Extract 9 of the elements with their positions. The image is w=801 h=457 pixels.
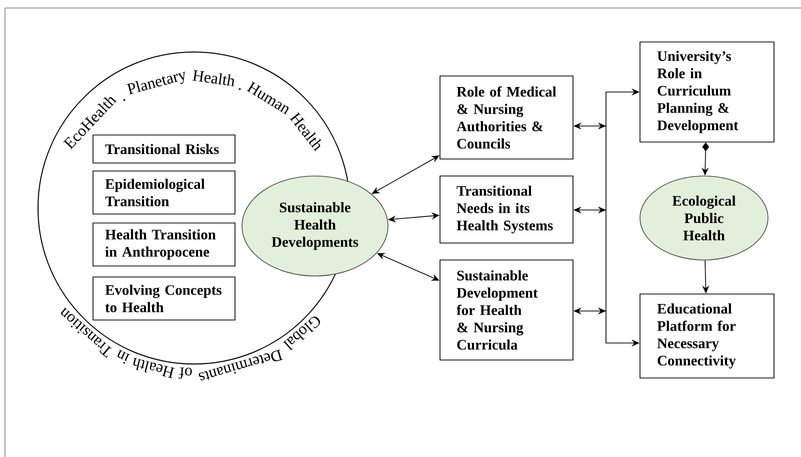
text-box: Health Transition in Anthropocene: [92, 222, 236, 266]
ellipse-node: Ecological Public Health: [640, 176, 768, 260]
text-box: Sustainable Development for Health & Nursing Curricula: [440, 260, 574, 360]
text-box: Epidemiological Transition: [92, 170, 236, 214]
text-box: University’s Role in Curriculum Planning & Development: [640, 42, 774, 142]
text-box: Role of Medical & Nursing Authorities & Councils: [440, 76, 574, 160]
text-box: Transitional Needs in its Health Systems: [440, 176, 574, 244]
text-box: Educational Platform for Necessary Connectivity: [640, 294, 774, 378]
ellipse-node: Sustainable Health Developments: [242, 176, 388, 276]
